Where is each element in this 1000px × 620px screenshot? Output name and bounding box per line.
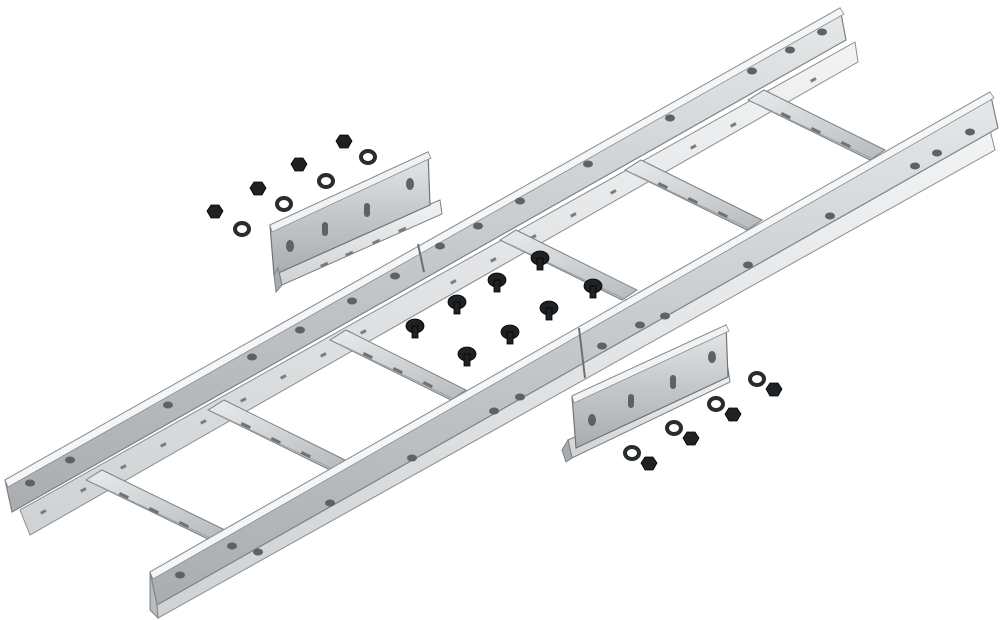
bolt-8 — [457, 346, 477, 367]
washer-1 — [359, 149, 377, 165]
near-rail-holes — [175, 128, 975, 579]
rung-2 — [206, 399, 346, 471]
bolt-3 — [487, 272, 507, 293]
rung-1 — [84, 469, 227, 541]
washer-3 — [275, 196, 293, 212]
washer-4 — [233, 221, 251, 237]
rung-3 — [328, 329, 467, 401]
bolt-6 — [405, 318, 425, 339]
far-rail-holes — [25, 28, 827, 487]
washer-7 — [665, 420, 683, 436]
bolt-5 — [539, 300, 559, 321]
bolt-4 — [447, 294, 467, 315]
rung-6 — [746, 89, 886, 161]
ladder-near-side-rail — [149, 91, 999, 620]
nut-4 — [206, 204, 224, 219]
washer-8 — [623, 445, 641, 461]
washer-6 — [707, 396, 725, 412]
nut-1 — [335, 134, 353, 149]
bolt-7 — [500, 324, 520, 345]
splice-plate-upper — [269, 151, 443, 294]
hardware-group-upper — [206, 134, 377, 237]
splice-plate-lower — [561, 324, 731, 463]
nut-8 — [640, 456, 658, 471]
nut-3 — [249, 181, 267, 196]
ladder-rungs — [84, 89, 886, 541]
hardware-group-lower — [623, 371, 783, 471]
bolt-2 — [583, 278, 603, 299]
nut-7 — [682, 431, 700, 446]
nut-6 — [724, 407, 742, 422]
splice-bolts — [405, 250, 603, 367]
rung-5 — [623, 159, 763, 231]
bolt-1 — [530, 250, 550, 271]
rung-4 — [498, 229, 638, 301]
washer-2 — [317, 173, 335, 189]
washer-5 — [748, 371, 766, 387]
nut-5 — [765, 382, 783, 397]
nut-2 — [290, 157, 308, 172]
